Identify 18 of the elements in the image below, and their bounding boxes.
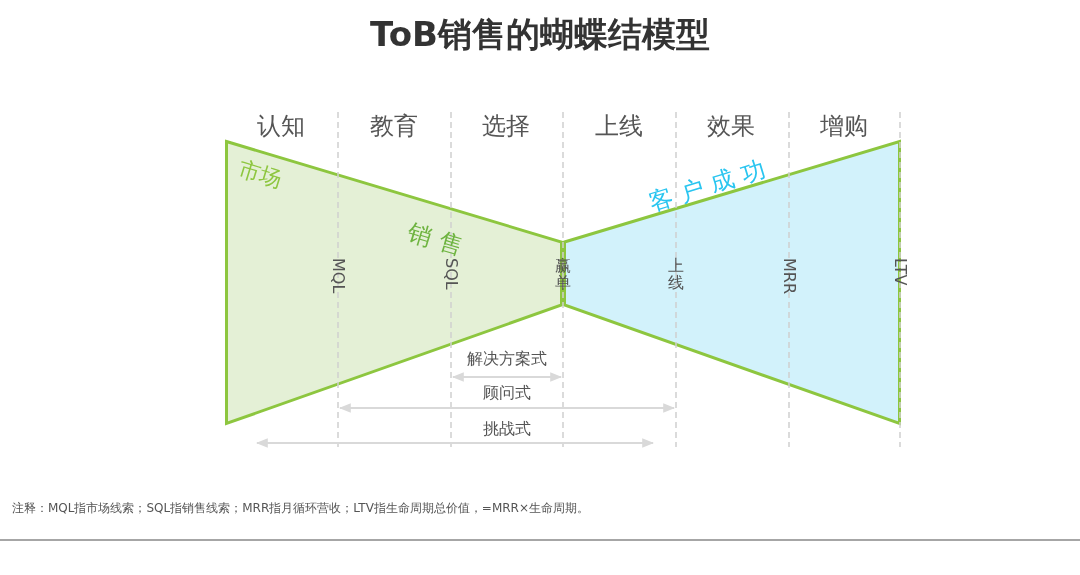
stage-label: 客户成功 [645, 151, 777, 219]
stage-heading: 上线 [594, 113, 643, 141]
stage-heading: 选择 [482, 113, 530, 141]
milestone-label: MQL [328, 258, 348, 294]
stage-heading: 教育 [369, 113, 418, 141]
milestone-label: 上线 [668, 258, 684, 292]
stage-label: 市场 [234, 154, 286, 195]
range-label: 挑战式 [483, 420, 531, 439]
range-label: 解决方案式 [467, 350, 547, 369]
footnote: 注释：MQL指市场线索；SQL指销售线索；MRR指月循环营收；LTV指生命周期总价值，=MRR×生命周期。 [12, 502, 589, 516]
milestone-label: MRR [779, 258, 799, 295]
range-label: 顾问式 [483, 384, 531, 403]
stage-heading: 认知 [257, 113, 305, 141]
milestone-label: LTV [890, 258, 910, 286]
stage-heading: 效果 [707, 113, 755, 141]
stage-heading: 增购 [819, 113, 868, 141]
milestone-label: SQL [441, 258, 461, 290]
title: ToB销售的蝴蝶结模型 [369, 13, 711, 56]
